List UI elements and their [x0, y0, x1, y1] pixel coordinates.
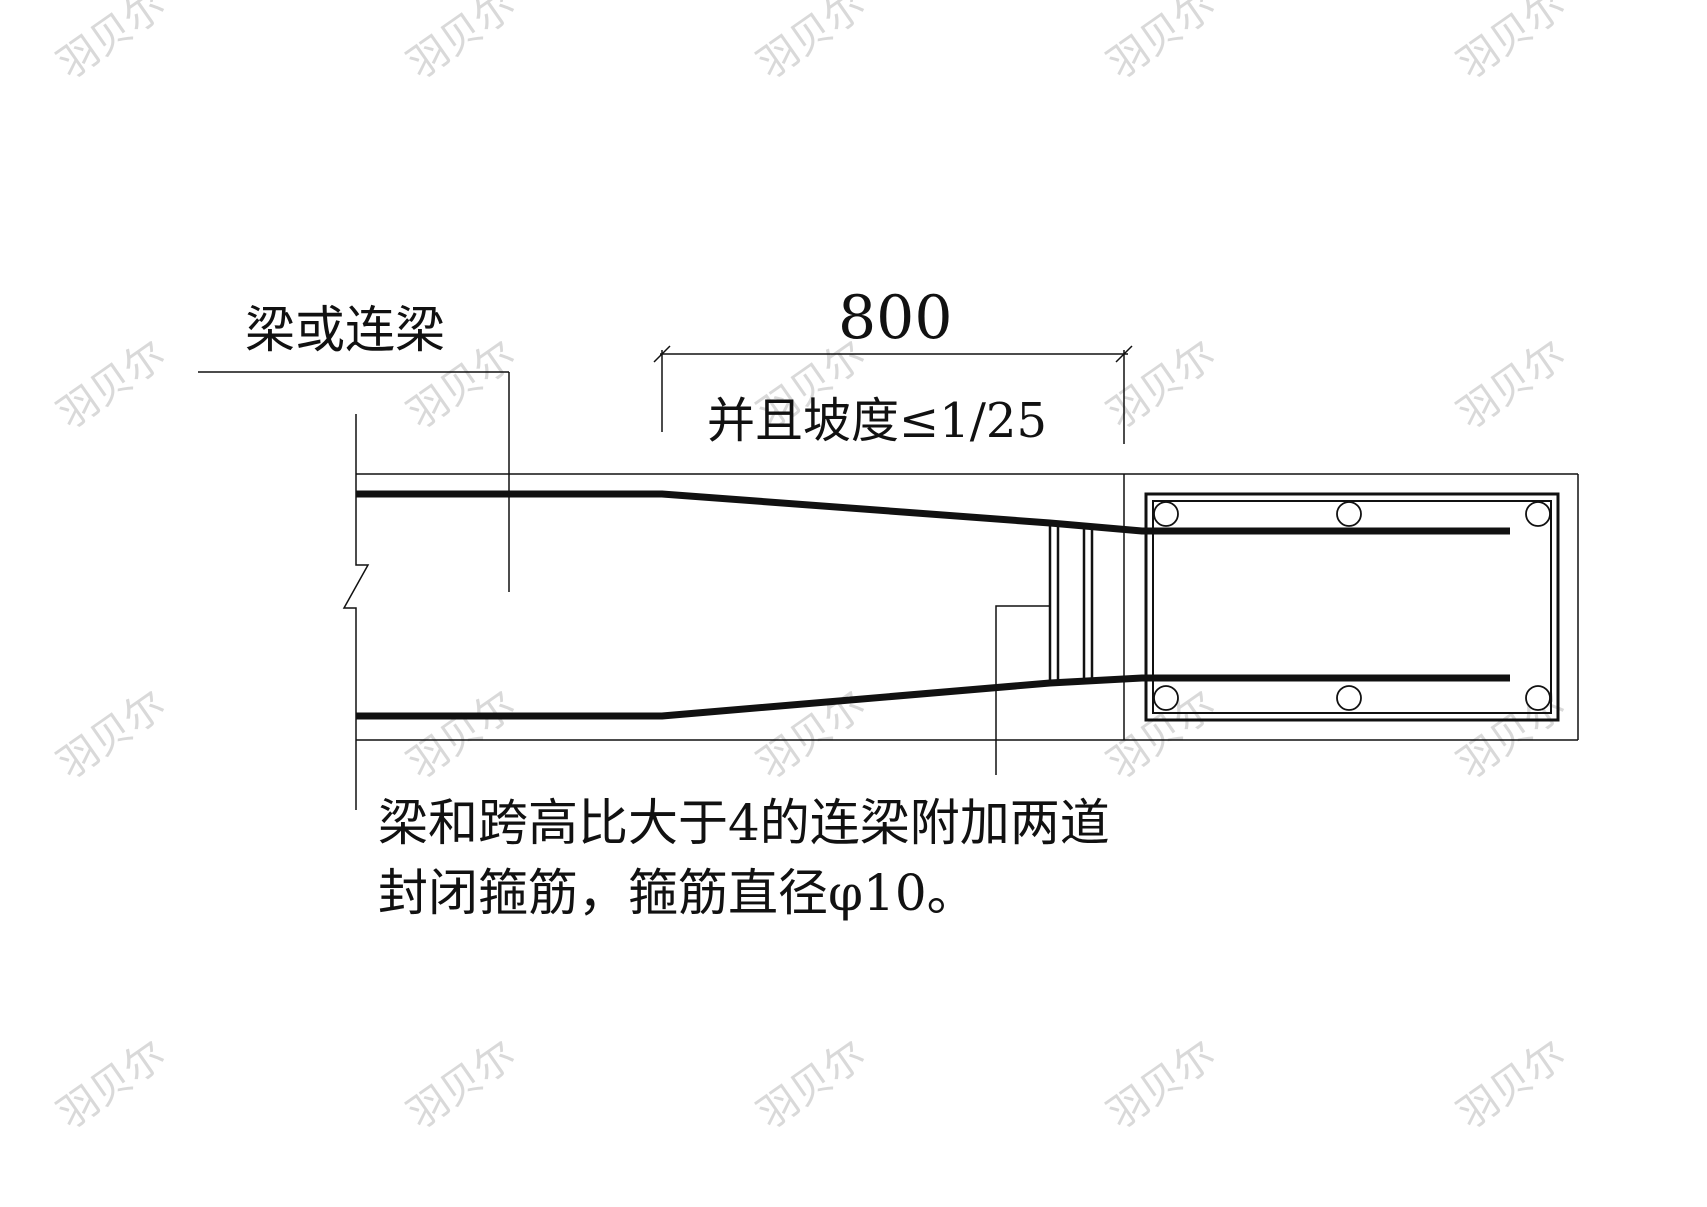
beam-label: 梁或连梁	[245, 301, 445, 359]
stirrup-note-line-1: 梁和跨高比大于4的连梁附加两道	[378, 794, 1110, 852]
additional-stirrups	[1048, 523, 1094, 683]
watermark: 羽贝尔	[1449, 332, 1574, 439]
rebar-top-middle	[1336, 501, 1362, 527]
watermark-layer: 羽贝尔羽贝尔羽贝尔羽贝尔羽贝尔羽贝尔羽贝尔羽贝尔羽贝尔羽贝尔羽贝尔羽贝尔羽贝尔羽…	[49, 0, 1574, 1138]
rebar-bottom-left	[1153, 685, 1179, 711]
rebar-bottom-right	[1525, 685, 1551, 711]
stirrup-note-leader	[995, 605, 1050, 775]
watermark: 羽贝尔	[749, 1032, 874, 1139]
beam-outline	[356, 473, 1579, 741]
watermark: 羽贝尔	[49, 332, 174, 439]
watermark: 羽贝尔	[49, 682, 174, 789]
watermark: 羽贝尔	[399, 1032, 524, 1139]
dimension-line-800	[653, 345, 1133, 444]
section-rebars	[1153, 501, 1551, 711]
break-line	[342, 414, 370, 810]
watermark: 羽贝尔	[1099, 332, 1224, 439]
watermark: 羽贝尔	[399, 682, 524, 789]
watermark: 羽贝尔	[49, 0, 174, 88]
watermark: 羽贝尔	[399, 0, 524, 88]
stirrup-note-line-2: 封闭箍筋，箍筋直径φ10。	[378, 864, 977, 922]
watermark: 羽贝尔	[1449, 682, 1574, 789]
watermark: 羽贝尔	[1449, 1032, 1574, 1139]
beam-label-leader	[198, 371, 510, 592]
dimension-value: 800	[838, 283, 953, 353]
watermark: 羽贝尔	[1099, 0, 1224, 88]
rebar-bottom-middle	[1336, 685, 1362, 711]
watermark: 羽贝尔	[749, 0, 874, 88]
watermark: 羽贝尔	[1099, 1032, 1224, 1139]
watermark: 羽贝尔	[1449, 0, 1574, 88]
rebar-top-right	[1525, 501, 1551, 527]
watermark: 羽贝尔	[49, 1032, 174, 1139]
section-stirrup	[1144, 492, 1560, 722]
rebar-top-left	[1153, 501, 1179, 527]
slope-note: 并且坡度≤1/25	[707, 393, 1047, 449]
